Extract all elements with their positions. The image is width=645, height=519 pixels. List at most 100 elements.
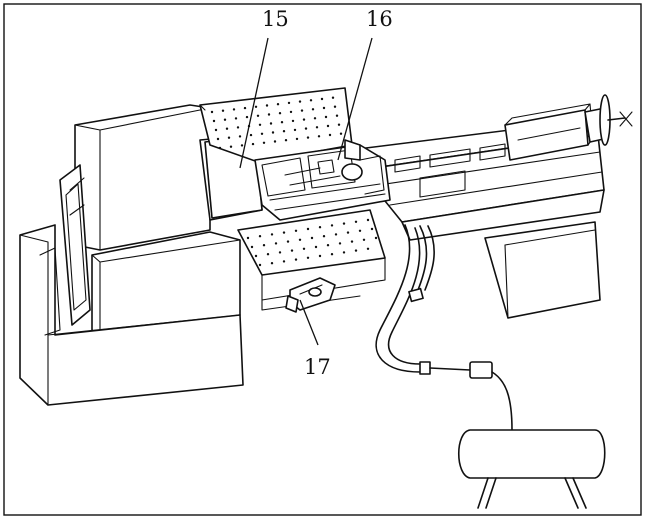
plate-hole	[302, 118, 306, 121]
plate-hole	[254, 254, 258, 258]
plate-hole	[358, 229, 362, 232]
plate-hole	[338, 242, 342, 245]
plate-hole	[333, 105, 337, 108]
plate-hole	[293, 128, 297, 132]
plate-hole	[366, 247, 370, 250]
callout-16: 16	[366, 7, 393, 31]
plate-hole	[250, 245, 254, 249]
plate-hole	[309, 99, 313, 102]
plate-hole	[245, 115, 249, 119]
plate-hole	[256, 114, 260, 118]
plate-hole	[214, 128, 218, 132]
plate-hole	[262, 244, 266, 247]
plate-hole	[258, 263, 262, 267]
plate-hole	[354, 220, 358, 223]
plate-hole	[287, 101, 291, 105]
plate-hole	[370, 227, 374, 231]
plate-hole	[251, 142, 255, 146]
plate-hole	[223, 118, 227, 121]
plate-hole	[304, 127, 308, 130]
figure-border	[3, 3, 642, 516]
plate-hole	[276, 103, 280, 106]
plate-hole	[258, 235, 262, 238]
plate-hole	[243, 106, 247, 110]
plate-hole	[238, 135, 242, 138]
plate-hole	[267, 113, 271, 116]
callout-17: 17	[304, 355, 331, 379]
plate-hole	[300, 109, 304, 112]
lower-perforated-plate	[237, 209, 386, 311]
plate-hole	[318, 254, 322, 258]
air-hose	[375, 224, 513, 431]
plate-hole	[286, 240, 290, 243]
plate-hole	[313, 117, 317, 120]
plate-hole	[274, 242, 278, 245]
plate-hole	[337, 123, 341, 126]
plate-hole	[225, 127, 229, 130]
plate-hole	[328, 133, 332, 137]
plate-hole	[334, 233, 338, 236]
plate-hole	[284, 139, 288, 142]
plate-hole	[232, 108, 236, 111]
plate-hole	[216, 137, 220, 141]
plate-hole	[273, 140, 277, 143]
plate-hole	[282, 231, 286, 234]
plate-hole	[294, 258, 298, 261]
plate-hole	[322, 106, 326, 110]
plate-hole	[282, 130, 286, 133]
plate-hole	[335, 114, 339, 117]
plate-hole	[294, 229, 298, 232]
plate-hole	[326, 124, 330, 128]
plate-hole	[289, 110, 293, 114]
plate-hole	[315, 126, 319, 129]
plate-hole	[330, 224, 334, 227]
plate-hole	[350, 240, 354, 243]
plate-hole	[362, 238, 366, 241]
plate-hole	[298, 100, 302, 103]
plate-hole	[240, 144, 244, 147]
plate-hole	[342, 222, 346, 225]
plate-hole	[227, 136, 231, 139]
leader-17	[299, 299, 319, 346]
plate-hole	[269, 122, 273, 125]
plate-hole	[331, 96, 335, 99]
plate-hole	[258, 123, 262, 127]
plate-hole	[260, 132, 264, 135]
air-tank	[458, 429, 606, 509]
plate-hole	[295, 137, 299, 141]
plate-hole	[318, 226, 322, 229]
plate-hole	[354, 249, 358, 252]
plate-hole	[298, 238, 302, 241]
plate-hole	[262, 141, 266, 144]
plate-hole	[306, 227, 310, 231]
plate-hole	[270, 262, 274, 265]
plate-hole	[265, 104, 269, 107]
plate-hole	[324, 115, 328, 119]
plate-hole	[221, 109, 225, 112]
plate-hole	[278, 112, 282, 115]
plate-hole	[246, 236, 250, 240]
plate-hole	[236, 126, 240, 129]
plate-hole	[282, 260, 286, 263]
plate-hole	[346, 231, 350, 234]
plate-hole	[342, 251, 346, 254]
plate-hole	[210, 110, 214, 114]
plate-hole	[266, 253, 270, 256]
plate-hole	[280, 121, 284, 124]
tailstock	[504, 94, 633, 161]
plate-hole	[366, 218, 370, 222]
lathe-bed	[349, 119, 605, 319]
plate-hole	[326, 244, 330, 247]
plate-hole	[306, 256, 310, 259]
plate-hole	[320, 97, 324, 101]
leader-16	[337, 37, 373, 161]
plate-hole	[311, 108, 315, 111]
plate-hole	[218, 146, 222, 150]
plate-hole	[317, 135, 321, 138]
plate-hole	[278, 251, 282, 254]
plate-hole	[314, 245, 318, 249]
plate-hole	[229, 145, 233, 148]
plate-hole	[254, 105, 258, 109]
plate-hole	[310, 236, 314, 240]
